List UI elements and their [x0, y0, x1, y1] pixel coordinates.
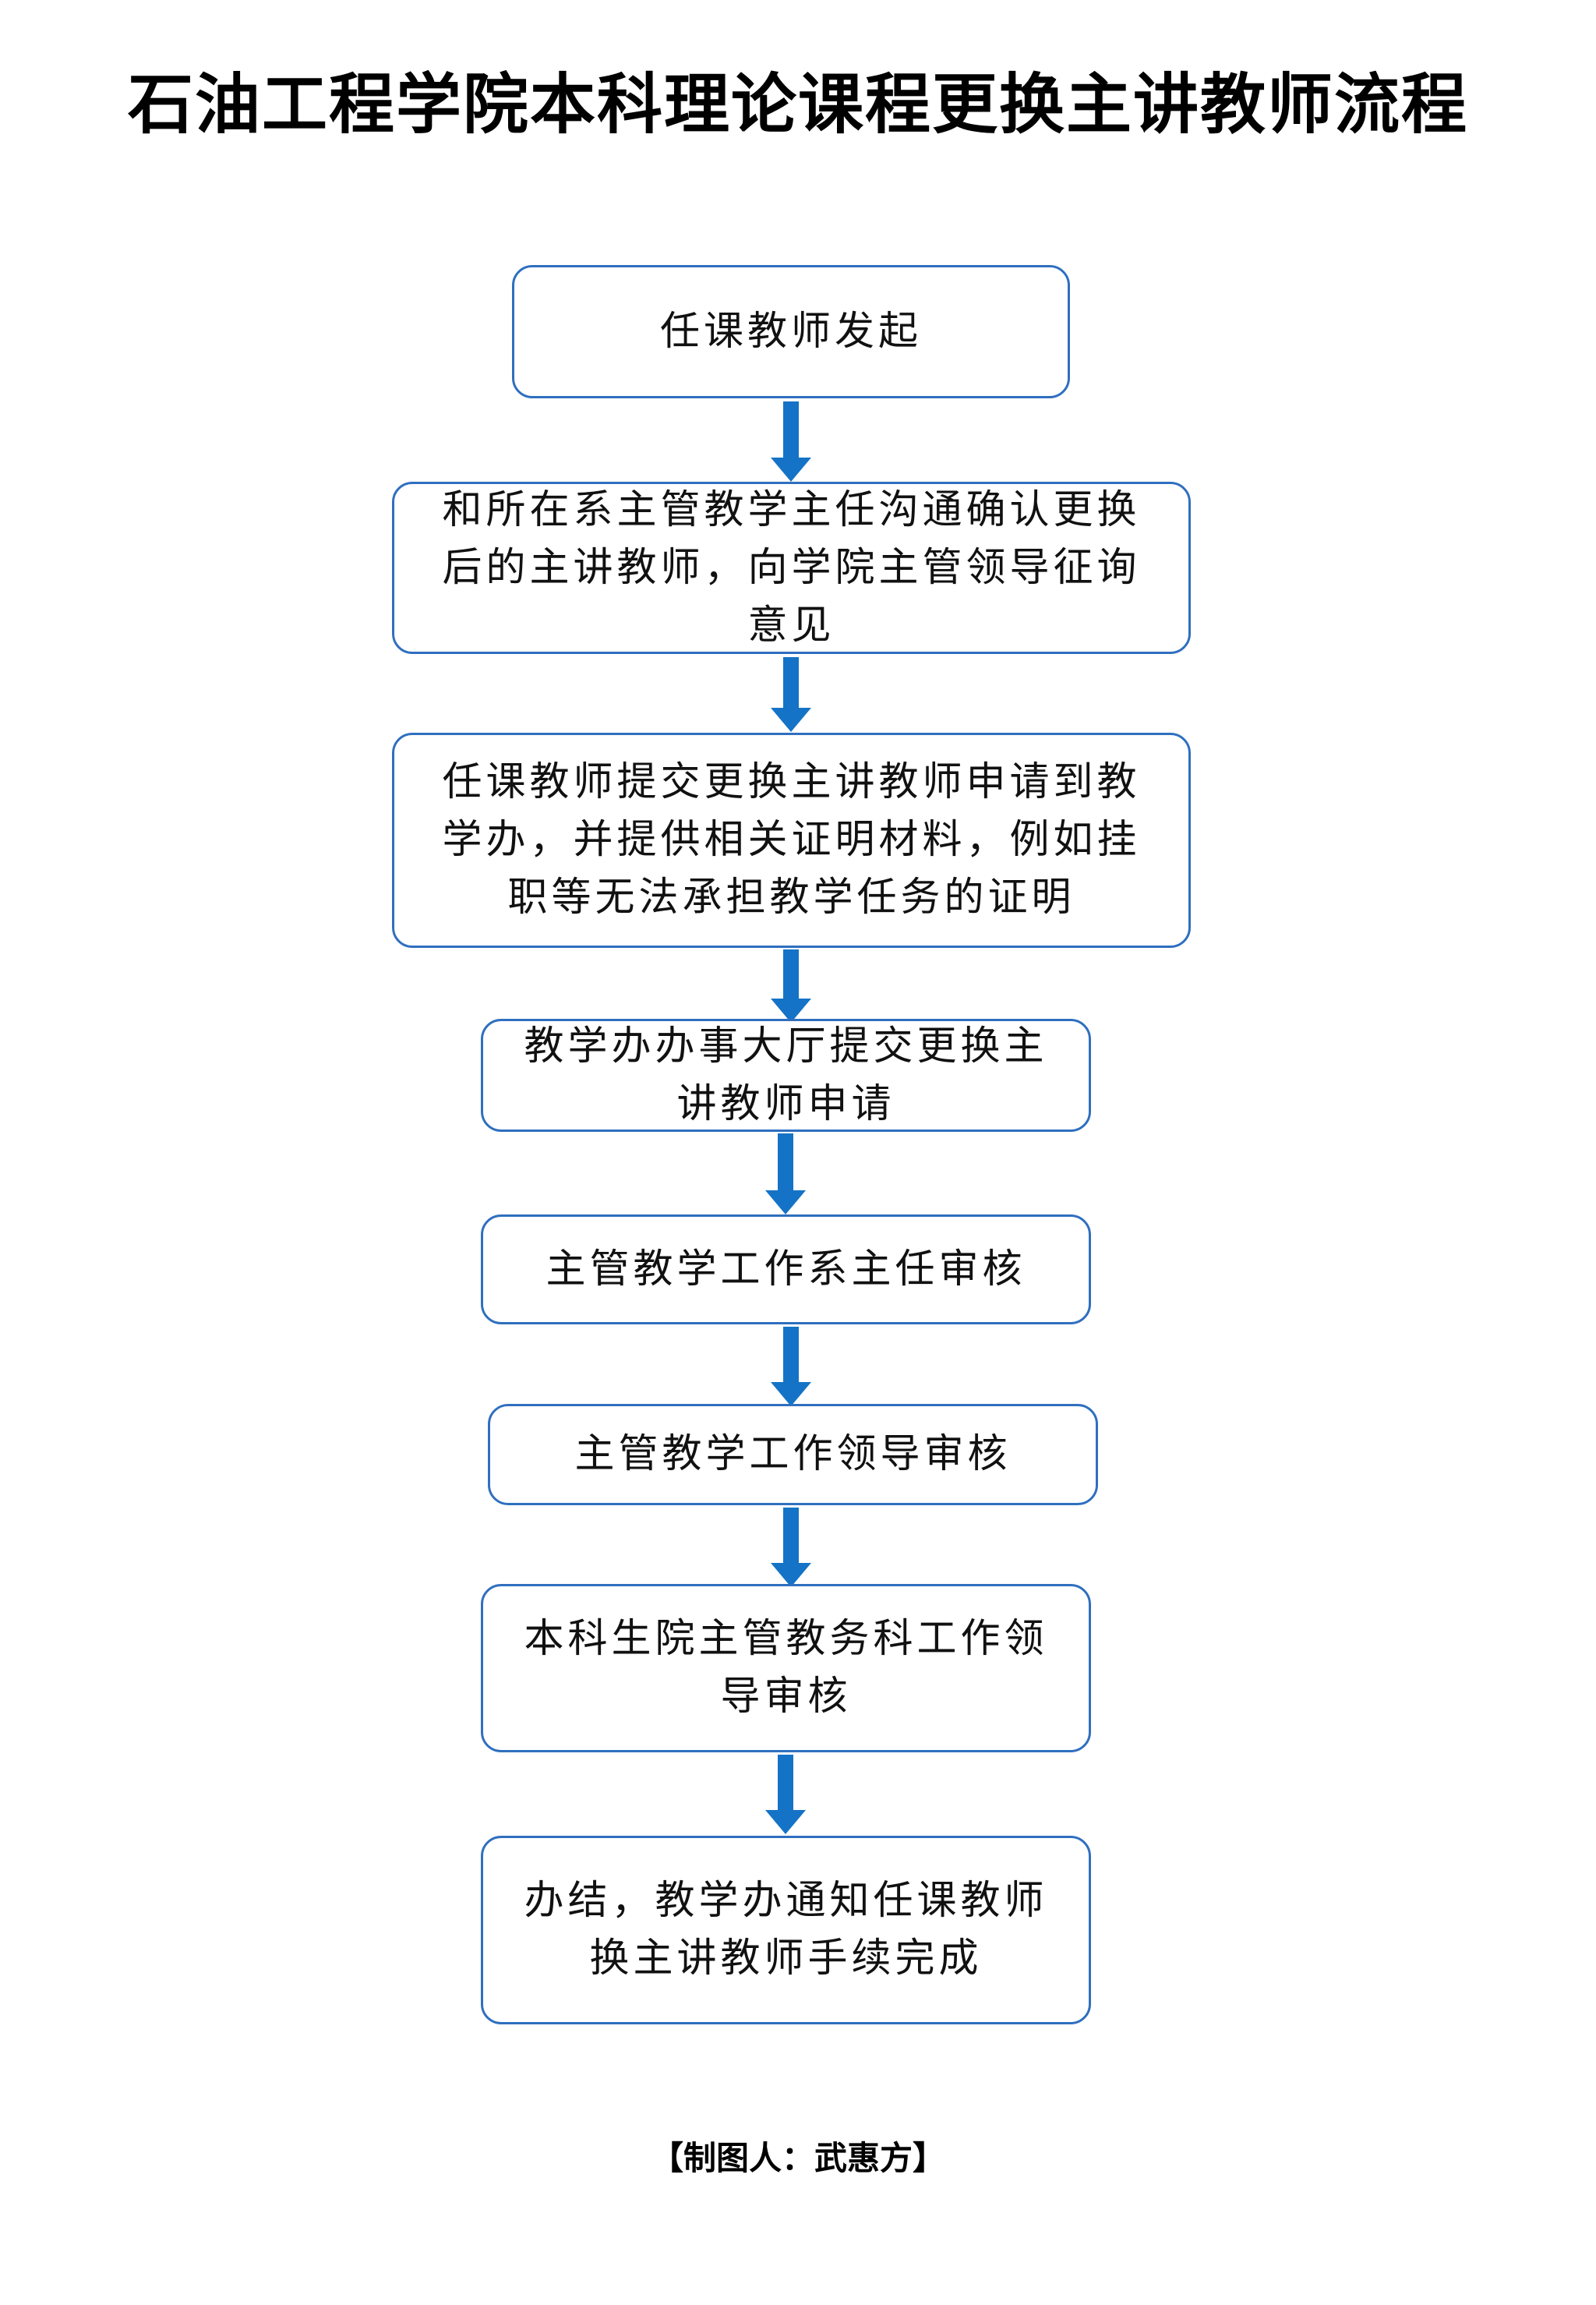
node-step-4: 教学办办事大厅提交更换主讲教师申请: [481, 1019, 1091, 1132]
node-step-6: 主管教学工作领导审核: [488, 1404, 1098, 1505]
arrow-down-icon: [771, 657, 811, 732]
node-step-3: 任课教师提交更换主讲教师申请到教学办，并提供相关证明材料，例如挂职等无法承担教学…: [392, 733, 1191, 948]
node-step-2: 和所在系主管教学主任沟通确认更换后的主讲教师，向学院主管领导征询意见: [392, 482, 1191, 654]
node-step-5: 主管教学工作系主任审核: [481, 1214, 1091, 1324]
arrow-down-icon: [765, 1133, 806, 1214]
arrow-down-icon: [765, 1755, 806, 1834]
node-step-8: 办结，教学办通知任课教师换主讲教师手续完成: [481, 1836, 1091, 2024]
arrow-down-icon: [771, 949, 811, 1023]
node-step-7: 本科生院主管教务科工作领导审核: [481, 1584, 1091, 1752]
footer-credit: 【制图人：武惠方】: [650, 2139, 945, 2177]
arrow-down-icon: [771, 1327, 811, 1406]
page-title: 石油工程学院本科理论课程更换主讲教师流程: [127, 66, 1468, 143]
arrow-down-icon: [771, 1508, 811, 1587]
arrow-down-icon: [771, 401, 811, 482]
node-step-1: 任课教师发起: [512, 265, 1070, 398]
